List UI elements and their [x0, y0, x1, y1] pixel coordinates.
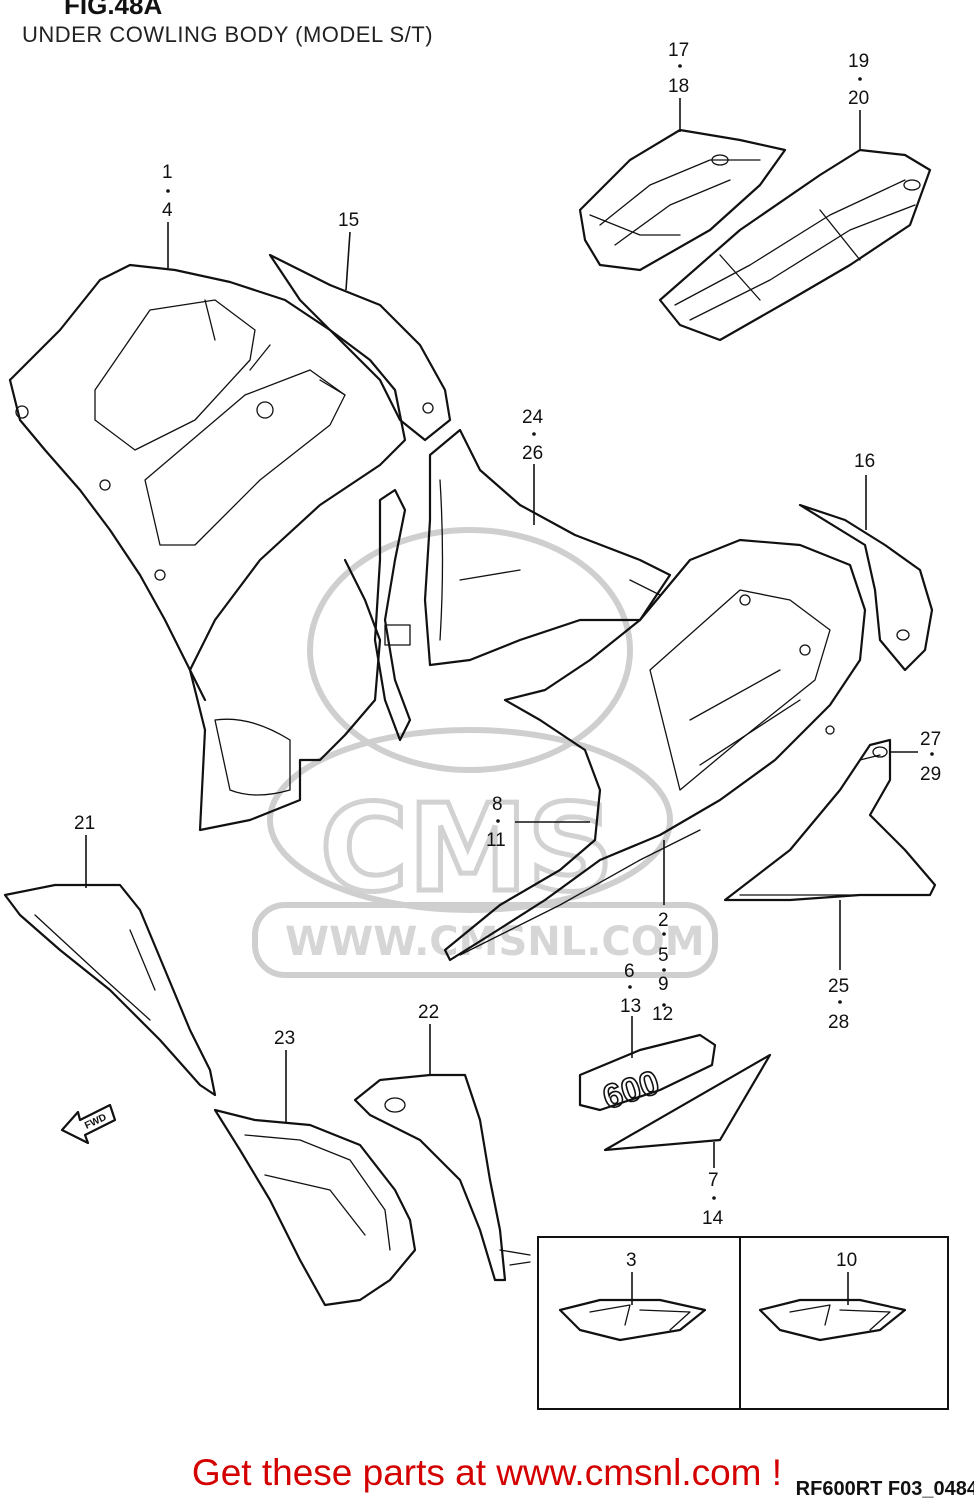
- callout-8: 8: [492, 794, 503, 815]
- emblem-600-text: 600: [598, 1063, 664, 1117]
- callout-20: 20: [848, 88, 869, 109]
- callout-labels: 1 4 15 17 18 19 20 24 26 16 27 29 8 11 2…: [74, 40, 941, 1271]
- callout-6: 6: [624, 961, 635, 982]
- part-25-28-panel: [723, 738, 937, 902]
- part-8-11-under-cowling: [443, 538, 867, 962]
- callout-22: 22: [418, 1002, 439, 1023]
- callout-dots: [166, 64, 934, 1200]
- part-7-14-triangle: [603, 1053, 772, 1152]
- callout-13: 13: [620, 996, 641, 1017]
- callout-29: 29: [920, 764, 941, 785]
- part-24-26-bracket: [373, 428, 672, 742]
- part-upper-cowling: [8, 263, 407, 832]
- diagram-reference-code: RF600RT F03_0484: [795, 1478, 974, 1500]
- callout-3: 3: [626, 1250, 637, 1271]
- callout-5: 5: [658, 945, 669, 966]
- callout-11: 11: [486, 830, 506, 851]
- callout-26: 26: [522, 443, 543, 464]
- callout-2: 2: [658, 910, 669, 931]
- part-21-side-panel: [3, 883, 217, 1097]
- watermark-text: WWW.CMSNL.COM: [285, 919, 705, 965]
- callout-19: 19: [848, 51, 869, 72]
- part-19-20-panel: [658, 148, 932, 342]
- callout-24: 24: [522, 407, 544, 428]
- forward-arrow-icon: FWD: [60, 1103, 117, 1145]
- part-6-13-emblem: 600: [578, 1033, 717, 1118]
- decal-inset-box: [537, 1236, 949, 1410]
- callout-23: 23: [274, 1028, 295, 1049]
- callout-12: 12: [652, 1004, 673, 1025]
- leader-lines: [85, 98, 918, 1305]
- callout-25: 25: [828, 976, 849, 997]
- callout-10: 10: [836, 1250, 857, 1271]
- callout-4: 4: [162, 200, 173, 221]
- decal-3-shape: [558, 1298, 707, 1342]
- decal-10-shape: [758, 1298, 907, 1342]
- part-15-trim: [268, 253, 452, 442]
- callout-18: 18: [668, 76, 689, 97]
- cmsnl-watermark: CMS WWW.CMSNL.COM: [252, 527, 718, 978]
- callout-7: 7: [708, 1170, 719, 1191]
- part-23-lower-panel: [213, 1108, 417, 1307]
- figure-title: FIG.48A: [64, 0, 163, 20]
- callout-28: 28: [828, 1012, 849, 1033]
- callout-9: 9: [658, 974, 669, 995]
- figure-subtitle: UNDER COWLING BODY (MODEL S/T): [22, 22, 434, 47]
- callout-14: 14: [702, 1208, 724, 1229]
- callout-17: 17: [668, 40, 689, 61]
- part-16-bracket: [798, 503, 934, 672]
- callout-15: 15: [338, 210, 359, 231]
- callout-21: 21: [74, 813, 95, 834]
- callout-27: 27: [920, 729, 941, 750]
- part-22-inner-panel: [353, 1073, 531, 1282]
- callout-1: 1: [162, 162, 173, 183]
- watermark-logo: CMS: [320, 780, 614, 919]
- cmsnl-footer-link[interactable]: Get these parts at www.cmsnl.com !: [191, 1452, 783, 1493]
- callout-16: 16: [854, 451, 875, 472]
- part-17-18-panel: [578, 128, 787, 272]
